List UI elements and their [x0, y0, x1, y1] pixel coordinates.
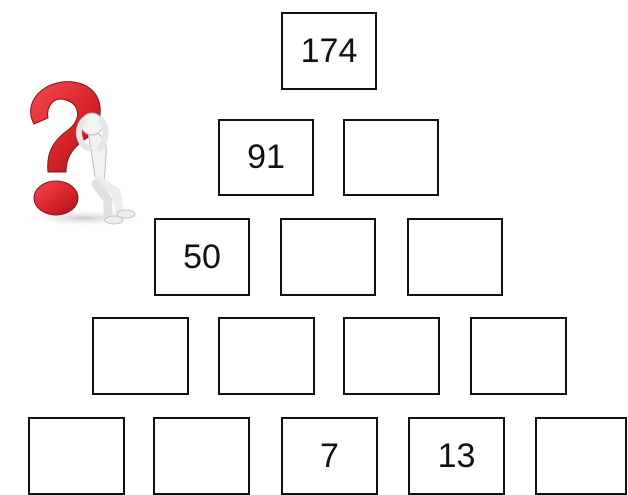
pyramid-cell-r4-c3[interactable] [343, 317, 440, 395]
pyramid-cell-r5-c1[interactable] [28, 417, 125, 495]
pyramid-cell-r5-c3: 7 [281, 417, 378, 495]
pyramid-cell-r4-c2[interactable] [218, 317, 315, 395]
pyramid-cell-r5-c5[interactable] [535, 417, 627, 495]
pyramid-cell-r3-c1: 50 [154, 218, 250, 296]
thinking-man-question-mark-icon [4, 72, 154, 232]
pyramid-cell-r3-c3[interactable] [407, 218, 503, 296]
pyramid-cell-r4-c4[interactable] [470, 317, 567, 395]
pyramid-cell-r3-c2[interactable] [280, 218, 376, 296]
pyramid-cell-r2-c1: 91 [218, 119, 314, 196]
pyramid-cell-r4-c1[interactable] [92, 317, 189, 395]
pyramid-cell-r1-c1: 174 [281, 12, 377, 90]
pyramid-cell-r2-c2[interactable] [343, 119, 439, 196]
pyramid-cell-r5-c2[interactable] [153, 417, 250, 495]
pyramid-cell-r5-c4: 13 [408, 417, 505, 495]
